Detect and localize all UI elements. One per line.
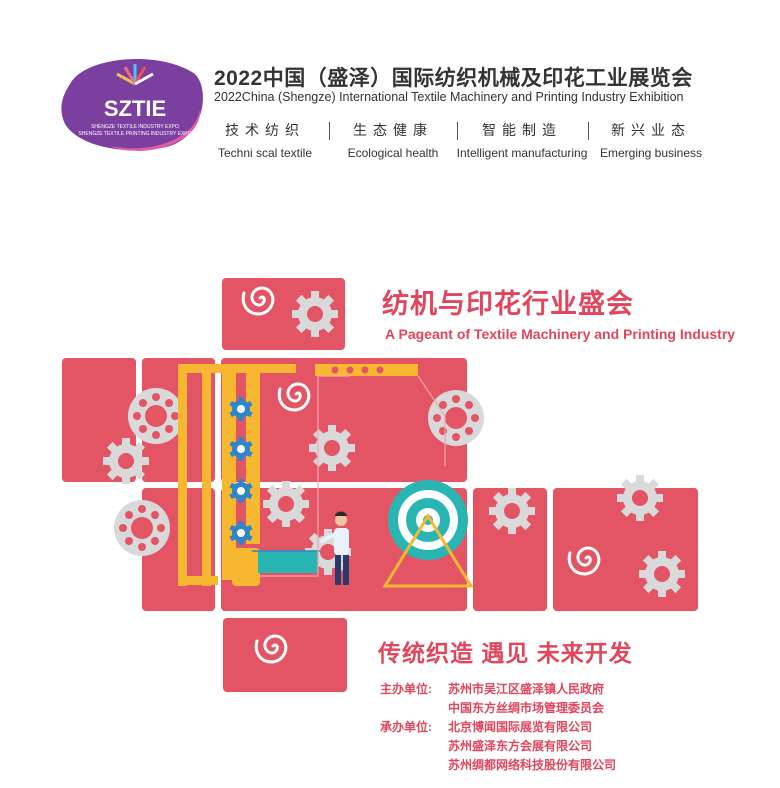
theme-emerging-business: 新兴业态 Emerging business — [594, 120, 708, 160]
slogan-cn: 纺机与印花行业盛会 — [382, 289, 634, 319]
divider — [588, 122, 589, 140]
organizer-label: 承办单位: — [380, 720, 432, 734]
theme-ecological-health: 生态健康 Ecological health — [342, 120, 444, 160]
theme-cn: 智能制造 — [482, 122, 562, 138]
logo-text: SZTIE — [104, 96, 166, 121]
tile-left-bottom — [114, 488, 215, 611]
theme-cn: 生态健康 — [353, 122, 433, 138]
worker-figure — [320, 511, 349, 585]
organizer-name: 苏州盛泽东方会展有限公司 — [448, 739, 593, 753]
tile-center-top — [221, 358, 484, 482]
textile-machine-illustration — [62, 278, 698, 692]
theme-technical-textile: 技术纺织 Techni scal textile — [213, 120, 317, 160]
organizer-name: 苏州绸都网络科技股份有限公司 — [448, 758, 617, 772]
theme-en: Emerging business — [599, 146, 703, 160]
logo-sub-2: SHENGZE TEXTILE PRINTING INDUSTRY EXPO — [78, 131, 191, 137]
tile-top — [222, 278, 345, 350]
title-cn: 2022中国（盛泽）国际纺织机械及印花工业展览会 — [214, 67, 693, 90]
title-en: 2022China (Shengze) International Textil… — [214, 90, 684, 104]
slogan-en: A Pageant of Textile Machinery and Print… — [385, 326, 736, 342]
host-label: 主办单位: — [380, 682, 432, 696]
host-name: 苏州市吴江区盛泽镇人民政府 — [448, 682, 605, 696]
theme-en: Techni scal textile — [217, 146, 313, 160]
theme-intelligent-manufacturing: 智能制造 Intelligent manufacturing — [456, 120, 588, 160]
tile-right-large — [553, 475, 698, 611]
host-name: 中国东方丝绸市场管理委员会 — [448, 701, 605, 715]
divider — [329, 122, 330, 140]
fan-icon — [116, 64, 154, 86]
organizer-name: 北京博闻国际展览有限公司 — [448, 720, 593, 734]
tile-bottom — [223, 618, 347, 692]
theme-en: Intelligent manufacturing — [456, 146, 588, 160]
sztie-logo: SZTIE SHENGZE TEXTILE INDUSTRY EXPO SHEN… — [61, 59, 203, 151]
target-wheel — [382, 480, 474, 588]
theme-cn: 新兴业态 — [611, 122, 691, 138]
tagline: 传统织造 遇见 未来开发 — [378, 640, 633, 666]
tile-right-small — [473, 488, 547, 611]
thread-lines — [260, 375, 446, 577]
divider — [457, 122, 458, 140]
theme-cn: 技术纺织 — [225, 122, 305, 138]
theme-en: Ecological health — [347, 146, 439, 160]
logo-sub-1: SHENGZE TEXTILE INDUSTRY EXPO — [91, 124, 179, 130]
